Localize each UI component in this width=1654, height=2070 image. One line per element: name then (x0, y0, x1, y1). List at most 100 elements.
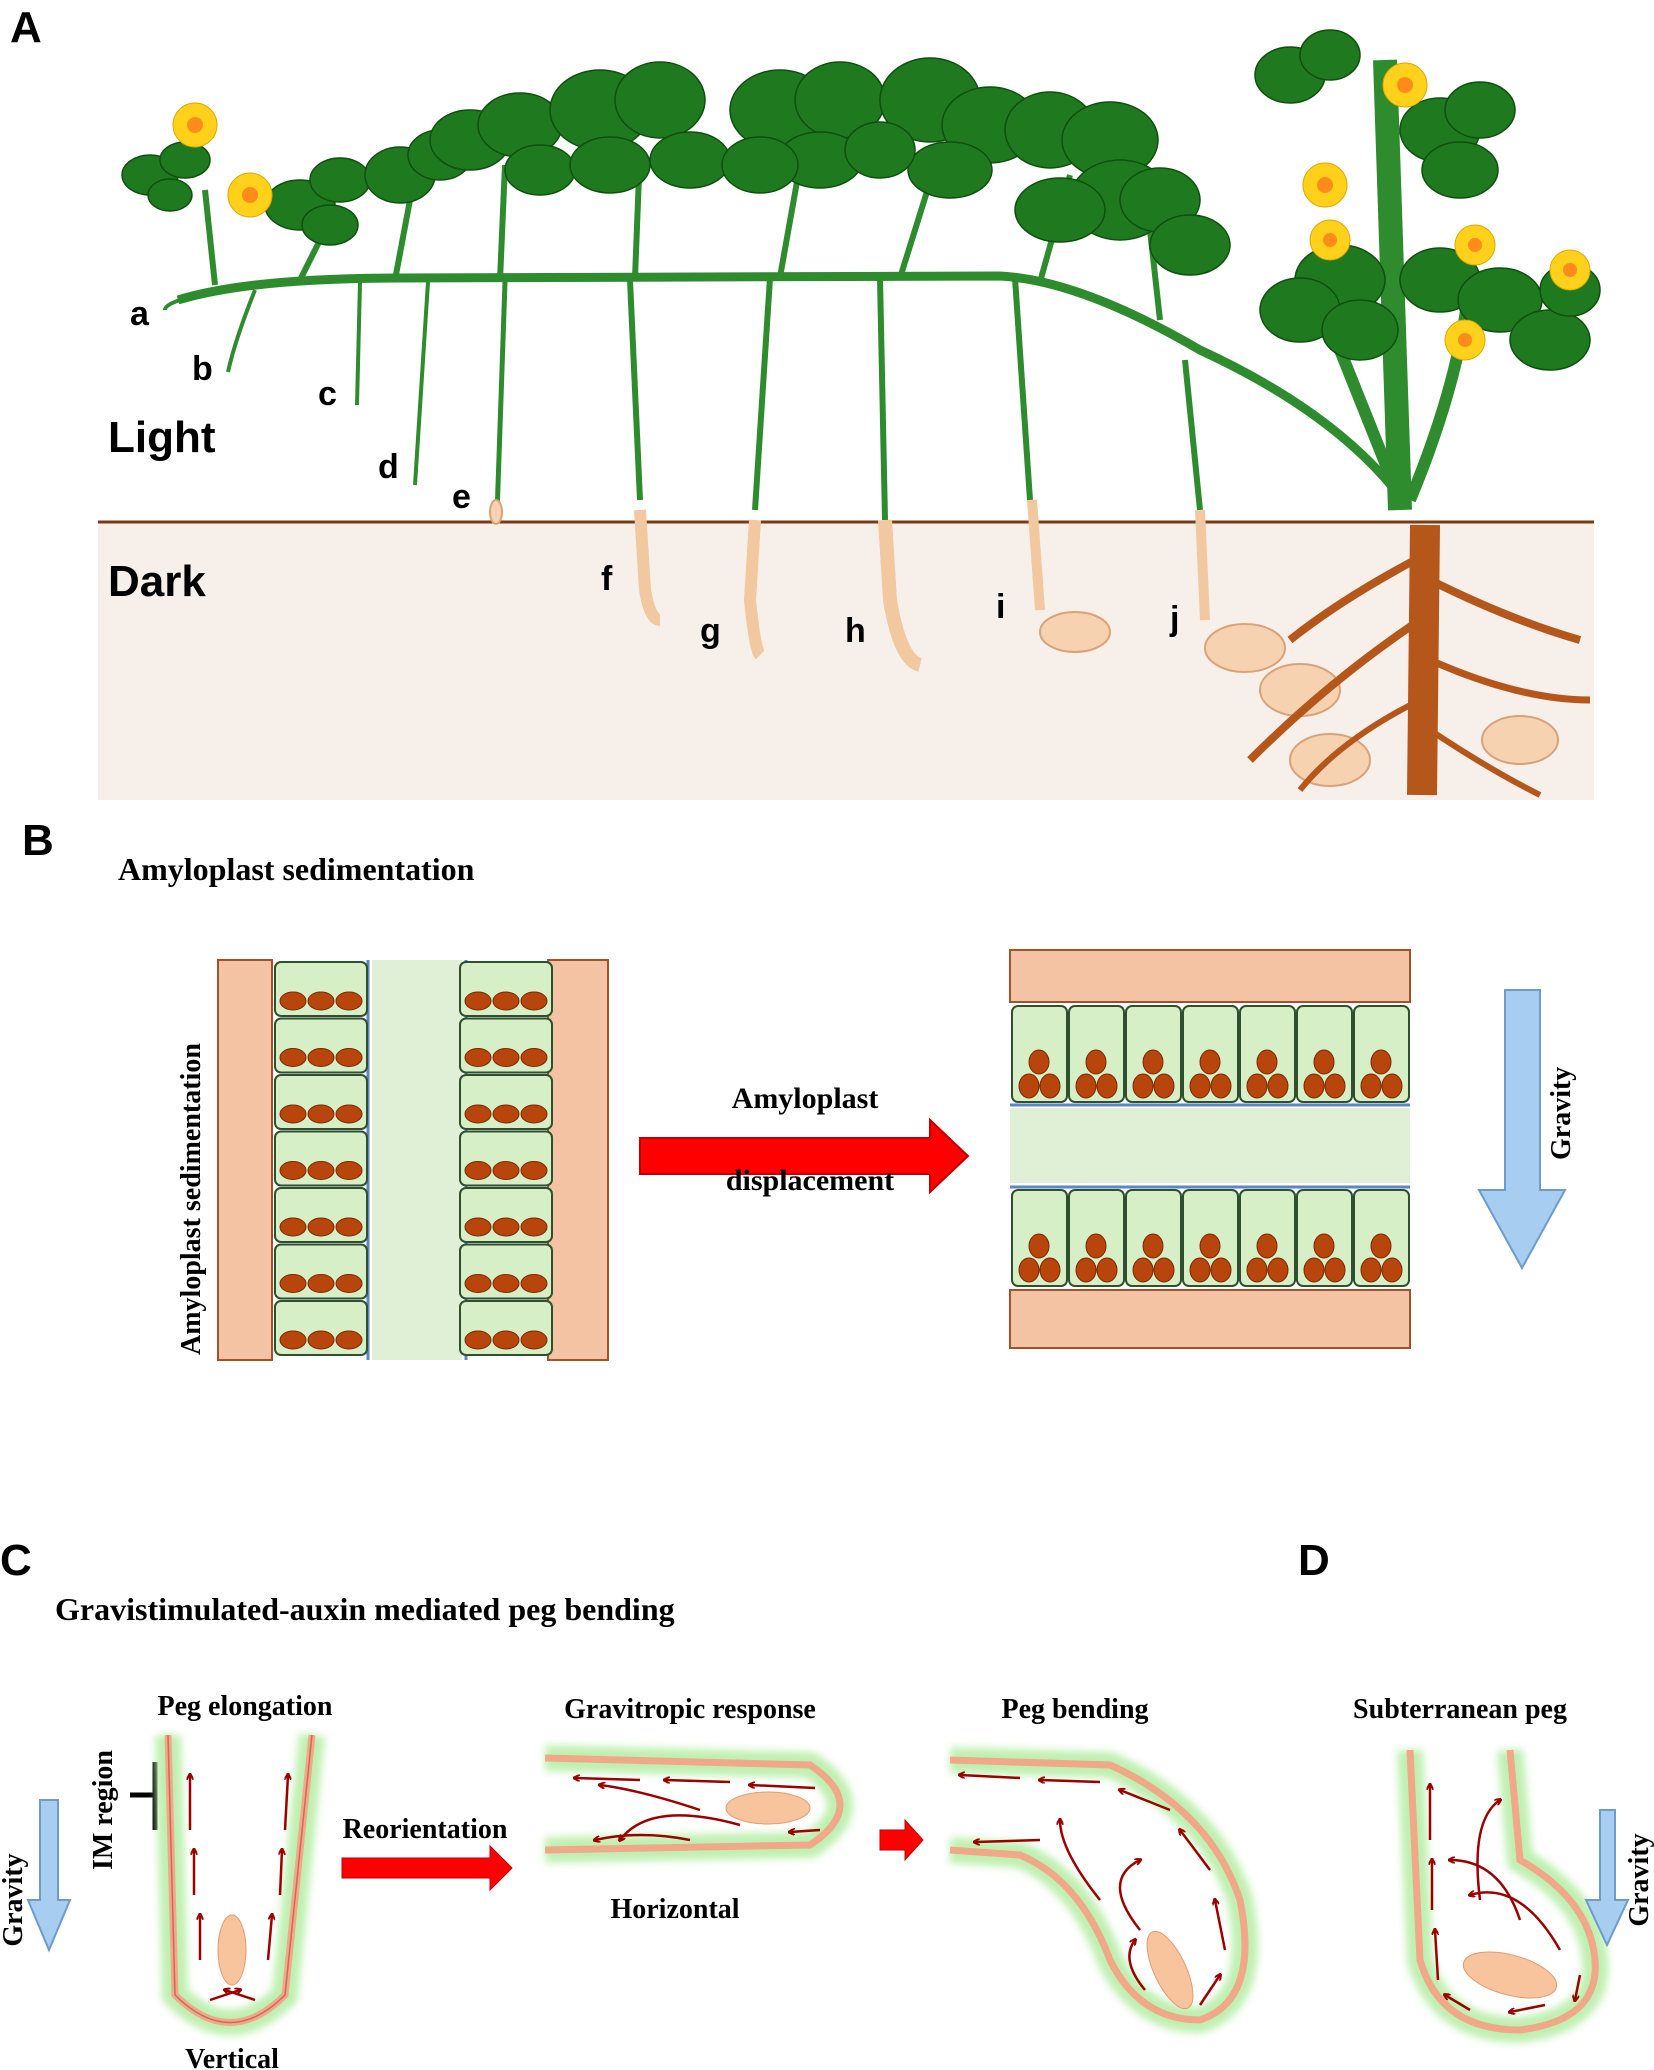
amyloplast (1028, 1049, 1050, 1075)
amyloplast (1267, 1073, 1289, 1099)
amyloplast (335, 1104, 363, 1124)
peg-bending-label: Peg bending (1001, 1694, 1148, 1725)
amyloplast (1246, 1073, 1268, 1099)
dark-label: Dark (108, 557, 206, 606)
amyloplast (1085, 1049, 1107, 1075)
amyloplast (492, 1161, 520, 1180)
amyloplast (492, 1274, 520, 1293)
statocyte-cell (1182, 1189, 1239, 1287)
stage-label-a: a (130, 295, 150, 333)
statocyte-cell (459, 1187, 553, 1243)
statocyte-cell (1239, 1005, 1296, 1103)
amyloplast (1075, 1073, 1097, 1099)
displacement-arrow: Amyloplast displacement (639, 1082, 970, 1197)
amyloplast (464, 1330, 492, 1350)
roots (1247, 524, 1591, 798)
amyloplast (1142, 1233, 1164, 1259)
amyloplast (464, 1104, 492, 1124)
statocyte-cell (1296, 1189, 1353, 1287)
amyloplast (1096, 1073, 1118, 1099)
stage-label-i: i (996, 588, 1005, 626)
amyloplast (492, 1217, 520, 1237)
amyloplast (1189, 1073, 1211, 1099)
stage-label-h: h (845, 612, 866, 650)
light-label: Light (108, 413, 216, 462)
statocyte-cell (274, 1243, 368, 1300)
amyloplast (1313, 1233, 1335, 1259)
amyloplast (335, 1217, 363, 1237)
vertical-peg (155, 1733, 325, 2036)
gravitropic-response-label: Gravitropic response (564, 1694, 816, 1725)
panel-b-letter: B (22, 816, 54, 865)
arrow-label-line2: displacement (726, 1164, 894, 1197)
statocyte-cell (1353, 1189, 1410, 1287)
amyloplast (1256, 1049, 1278, 1075)
gravity-label-d: Gravity (1624, 1833, 1654, 1926)
amyloplast (1142, 1049, 1164, 1075)
stage-label-b: b (192, 350, 213, 388)
amyloplast (1018, 1073, 1040, 1099)
statocyte-cell (274, 1187, 368, 1243)
amyloplast (1085, 1233, 1107, 1259)
amyloplast (279, 1161, 307, 1180)
amyloplast (464, 1217, 492, 1237)
gravity-label-c: Gravity (0, 1853, 29, 1946)
stage-label-j: j (1169, 600, 1179, 638)
panel-b: B Amyloplast sedimentation Amyloplast se… (22, 816, 1577, 1361)
amyloplast (335, 991, 363, 1011)
amyloplast (1313, 1049, 1335, 1075)
statocyte-cell (1125, 1005, 1182, 1103)
statocyte-cell (1239, 1189, 1296, 1287)
amyloplast (1039, 1073, 1061, 1099)
amyloplast (1303, 1257, 1325, 1283)
gravity-arrow-c: Gravity (0, 1799, 72, 1953)
amyloplast (520, 1161, 548, 1180)
stage-label-e: e (452, 478, 471, 516)
amyloplast (307, 1274, 335, 1293)
statocyte-cell (1011, 1005, 1068, 1103)
amyloplast (464, 1274, 492, 1293)
amyloplast (307, 1048, 335, 1067)
amyloplast (1096, 1257, 1118, 1283)
statocyte-cell (459, 1243, 553, 1300)
amyloplast (279, 1048, 307, 1067)
amyloplast (1303, 1073, 1325, 1099)
amyloplast (1189, 1257, 1211, 1283)
panel-a: A Light Dark (10, 3, 1601, 800)
amyloplast (520, 1330, 548, 1350)
amyloplast (1381, 1073, 1403, 1099)
amyloplast (1246, 1257, 1268, 1283)
reorientation-arrow (341, 1844, 513, 1892)
stage-label-f: f (601, 560, 613, 598)
amyloplast (1132, 1073, 1154, 1099)
statocyte-cell (274, 1074, 368, 1130)
horizontal-peg (544, 1745, 853, 1863)
panel-c-letter: C (0, 1536, 32, 1585)
arrow-label-line1: Amyloplast (732, 1082, 879, 1115)
peg-elongation-label: Peg elongation (158, 1691, 333, 1722)
amyloplast (1028, 1233, 1050, 1259)
amyloplast (1039, 1257, 1061, 1283)
amyloplast (1018, 1257, 1040, 1283)
amyloplast (520, 1217, 548, 1237)
statocyte-cell (274, 1130, 368, 1187)
statocyte-cell (1125, 1189, 1182, 1287)
vertical-label: Vertical (185, 2044, 279, 2070)
subterranean-peg (1397, 1748, 1609, 2044)
stage-label-c: c (318, 375, 337, 413)
amyloplast (279, 1104, 307, 1124)
vertical-tissue (217, 959, 609, 1361)
horizontal-label: Horizontal (610, 1894, 739, 1925)
amyloplast (279, 1217, 307, 1237)
bending-arrow (879, 1818, 924, 1862)
amyloplast (492, 1048, 520, 1067)
statocyte-cell (274, 1300, 368, 1356)
statocyte-cell (274, 1017, 368, 1074)
statocyte-cell (1011, 1189, 1068, 1287)
gravity-arrow-d: Gravity (1584, 1809, 1654, 1948)
gravity-label-b: Gravity (1546, 1067, 1577, 1160)
amyloplast (492, 1330, 520, 1350)
statocyte-cell (1182, 1005, 1239, 1103)
amyloplast (1267, 1257, 1289, 1283)
statocyte-cell (459, 1074, 553, 1130)
